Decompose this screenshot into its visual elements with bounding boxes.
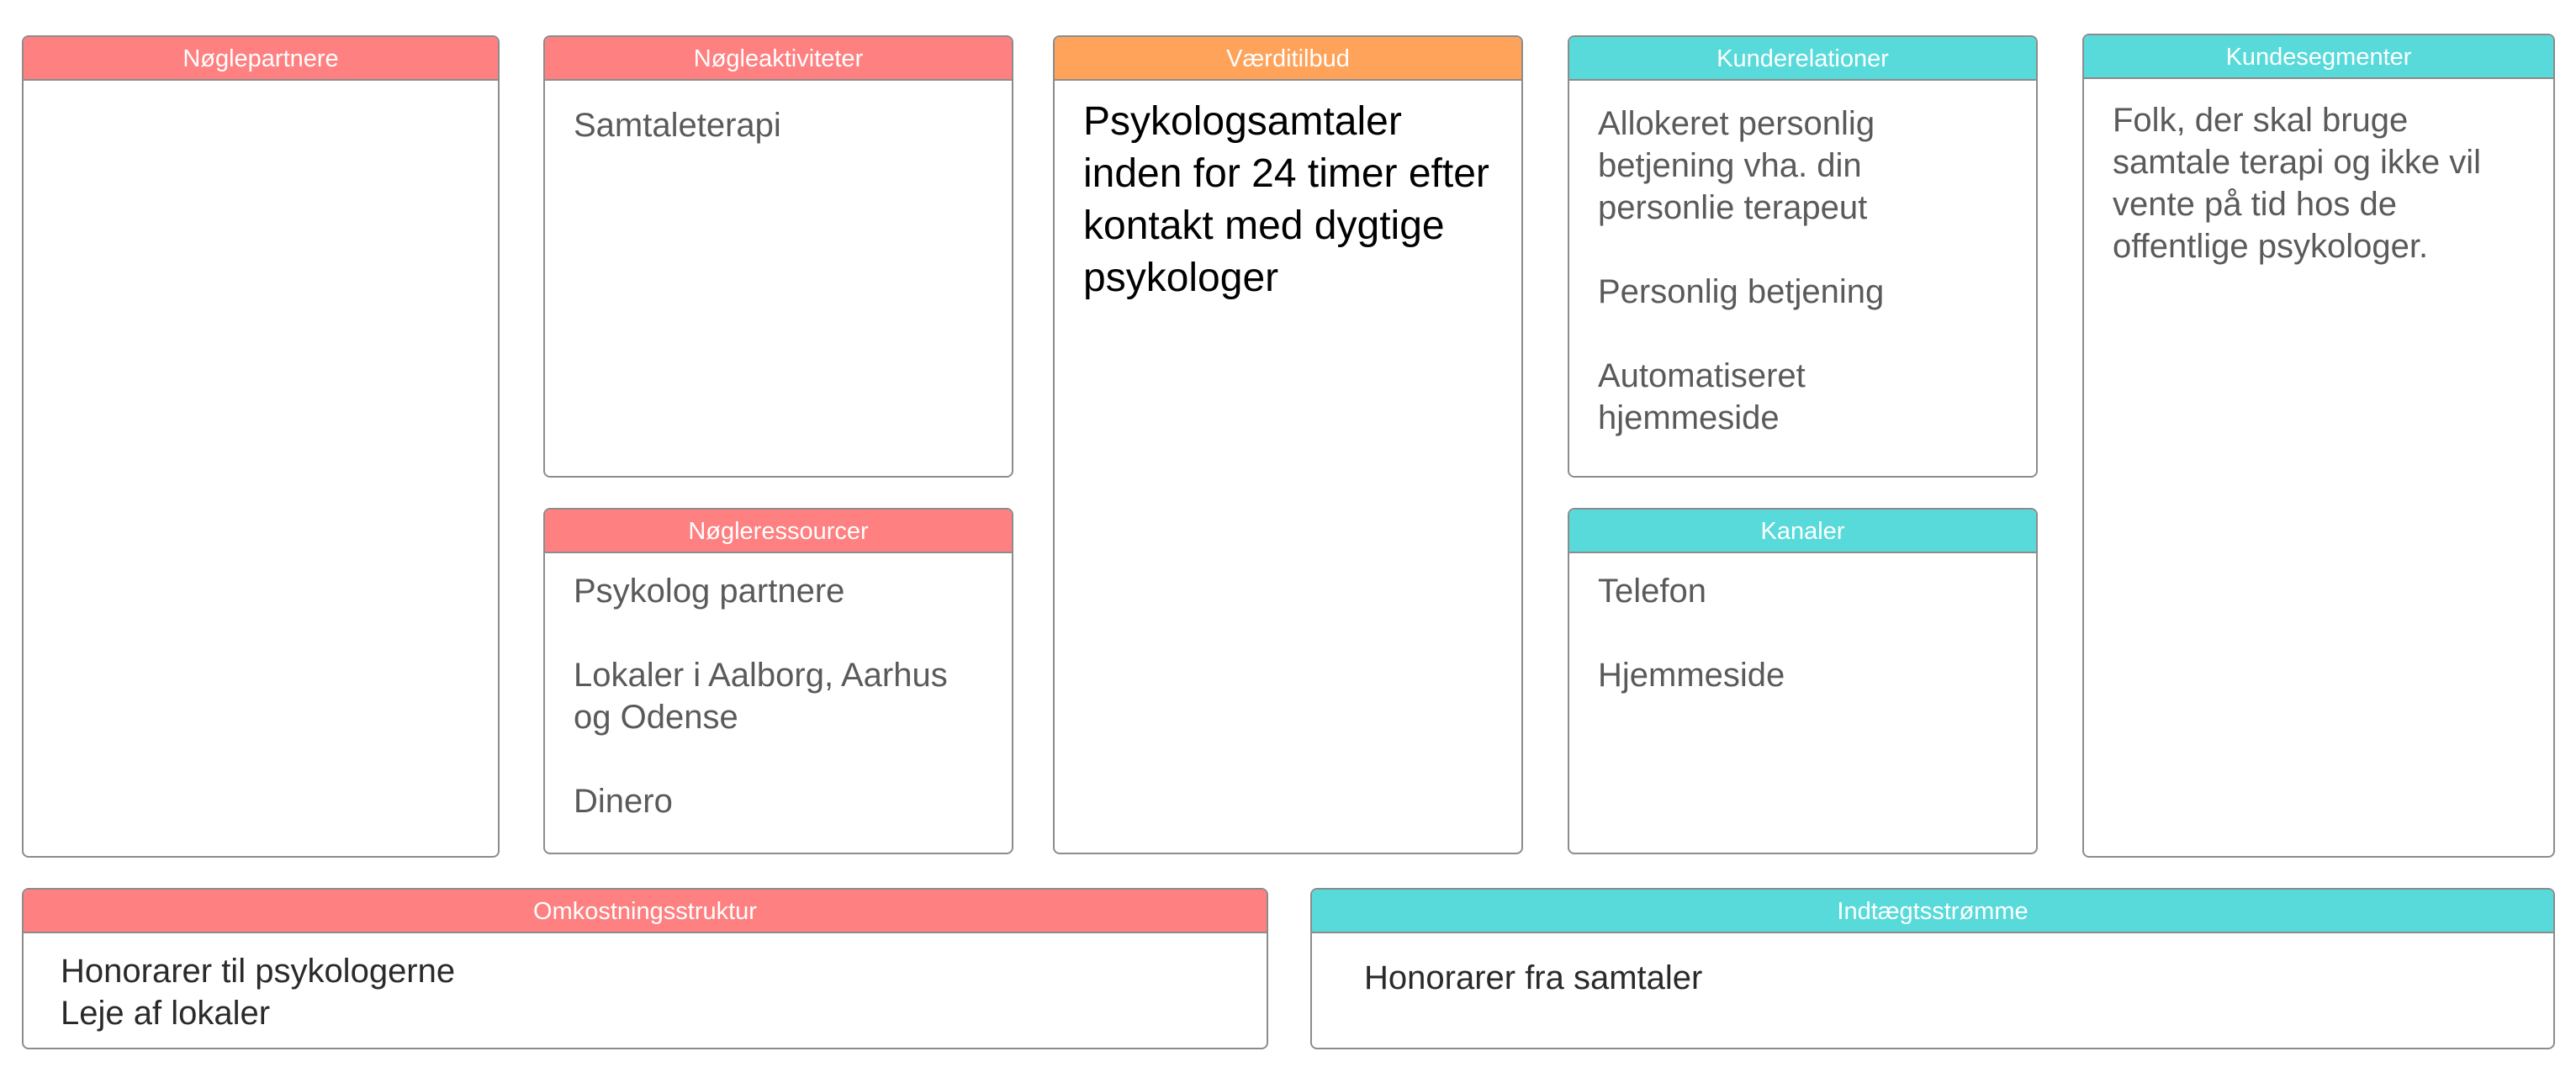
key-activities-body: Samtaleterapi <box>545 81 1012 170</box>
customer-relationships-title: Kunderelationer <box>1569 37 2036 81</box>
channels-card: Kanaler Telefon Hjemmeside <box>1568 508 2038 854</box>
customer-segments-title: Kundesegmenter <box>2084 35 2553 79</box>
customer-segments-card: Kundesegmenter Folk, der skal bruge samt… <box>2082 34 2555 858</box>
revenue-streams-title: Indtægtsstrømme <box>1312 890 2553 933</box>
key-resources-card: Nøgleressourcer Psykolog partnere Lokale… <box>543 508 1013 854</box>
customer-relationship-item: Personlig betjening <box>1598 273 1885 310</box>
channels-title: Kanaler <box>1569 510 2036 553</box>
key-resources-title: Nøgleressourcer <box>545 510 1012 553</box>
channel-item: Telefon <box>1598 573 1706 610</box>
channels-body: Telefon Hjemmeside <box>1569 553 2036 720</box>
key-partners-body <box>24 81 498 128</box>
key-partners-title: Nøglepartnere <box>24 37 498 81</box>
customer-segments-body: Folk, der skal bruge samtale terapi og i… <box>2084 79 2553 291</box>
cost-item: Honorarer til psykologerne <box>61 953 456 990</box>
value-propositions-body: Psykologsamtaler inden for 24 timer efte… <box>1055 81 1521 328</box>
customer-segment-item: Folk, der skal bruge samtale terapi og i… <box>2113 102 2481 265</box>
customer-relationship-item: Automatiseret hjemmeside <box>1598 357 1806 436</box>
key-resource-item: Lokaler i Aalborg, Aarhus og Odense <box>574 657 948 736</box>
key-resource-item: Dinero <box>574 783 673 820</box>
cost-item: Leje af lokaler <box>61 995 271 1032</box>
key-activities-card: Nøgleaktiviteter Samtaleterapi <box>543 35 1013 478</box>
key-resource-item: Psykolog partnere <box>574 573 845 610</box>
value-propositions-title: Værditilbud <box>1055 37 1521 81</box>
revenue-streams-card: Indtægtsstrømme Honorarer fra samtaler <box>1310 888 2555 1049</box>
customer-relationships-card: Kunderelationer Allokeret personlig betj… <box>1568 35 2038 478</box>
value-proposition-item: Psykologsamtaler inden for 24 timer efte… <box>1083 99 1489 300</box>
revenue-item: Honorarer fra samtaler <box>1364 959 1703 996</box>
key-partners-card: Nøglepartnere <box>22 35 500 858</box>
cost-structure-title: Omkostningsstruktur <box>24 890 1267 933</box>
customer-relationship-item: Allokeret personlig betjening vha. din p… <box>1598 105 1875 226</box>
revenue-streams-body: Honorarer fra samtaler <box>1312 933 2553 1022</box>
value-propositions-card: Værditilbud Psykologsamtaler inden for 2… <box>1053 35 1523 854</box>
cost-structure-card: Omkostningsstruktur Honorarer til psykol… <box>22 888 1268 1049</box>
cost-structure-body: Honorarer til psykologerne Leje af lokal… <box>24 933 1267 1048</box>
key-resources-body: Psykolog partnere Lokaler i Aalborg, Aar… <box>545 553 1012 846</box>
customer-relationships-body: Allokeret personlig betjening vha. din p… <box>1569 81 2036 462</box>
key-activities-title: Nøgleaktiviteter <box>545 37 1012 81</box>
key-activity-item: Samtaleterapi <box>574 107 781 144</box>
channel-item: Hjemmeside <box>1598 657 1785 694</box>
